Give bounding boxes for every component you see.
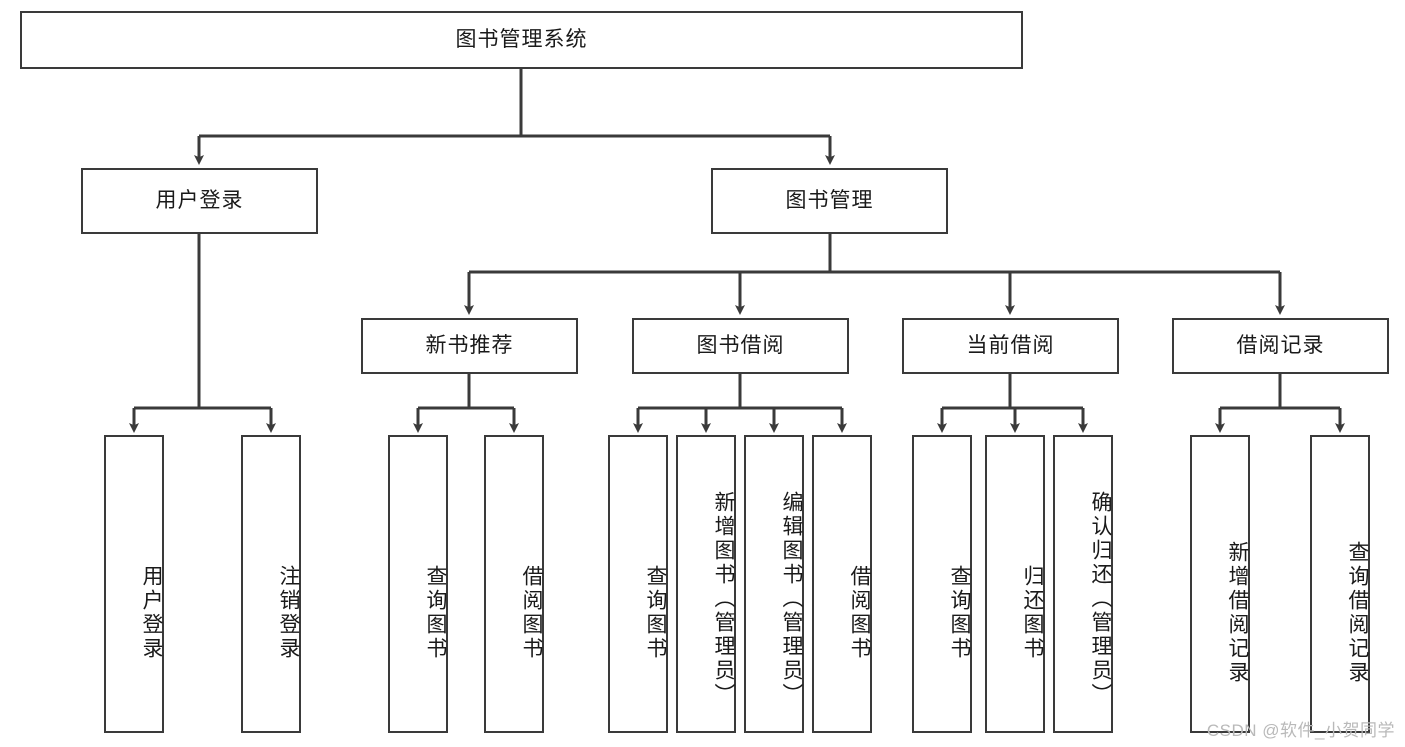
node-leaf-add-borrow-record[interactable]: 新增借阅记录 [1190,435,1250,733]
node-leaf-user-login[interactable]: 用户登录 [104,435,164,733]
node-root-system[interactable]: 图书管理系统 [20,11,1023,69]
csdn-watermark: CSDN @软件_小贺同学 [1206,721,1395,740]
node-leaf-borrow-book[interactable]: 借阅图书 [812,435,872,733]
node-user-login[interactable]: 用户登录 [81,168,318,234]
node-new-book-recommend[interactable]: 新书推荐 [361,318,578,374]
node-current-borrow[interactable]: 当前借阅 [902,318,1119,374]
node-leaf-confirm-return-admin[interactable]: 确认归还（管理员） [1053,435,1113,733]
node-leaf-return-book[interactable]: 归还图书 [985,435,1045,733]
node-borrow-records[interactable]: 借阅记录 [1172,318,1389,374]
node-leaf-borrow-book-recommend[interactable]: 借阅图书 [484,435,544,733]
node-leaf-query-book-recommend[interactable]: 查询图书 [388,435,448,733]
node-book-manage[interactable]: 图书管理 [711,168,948,234]
node-leaf-query-book-current[interactable]: 查询图书 [912,435,972,733]
node-book-borrow[interactable]: 图书借阅 [632,318,849,374]
node-leaf-edit-book-admin[interactable]: 编辑图书（管理员） [744,435,804,733]
node-leaf-add-book-admin[interactable]: 新增图书（管理员） [676,435,736,733]
node-leaf-query-borrow-record[interactable]: 查询借阅记录 [1310,435,1370,733]
node-leaf-user-logout[interactable]: 注销登录 [241,435,301,733]
node-leaf-query-book-borrow[interactable]: 查询图书 [608,435,668,733]
